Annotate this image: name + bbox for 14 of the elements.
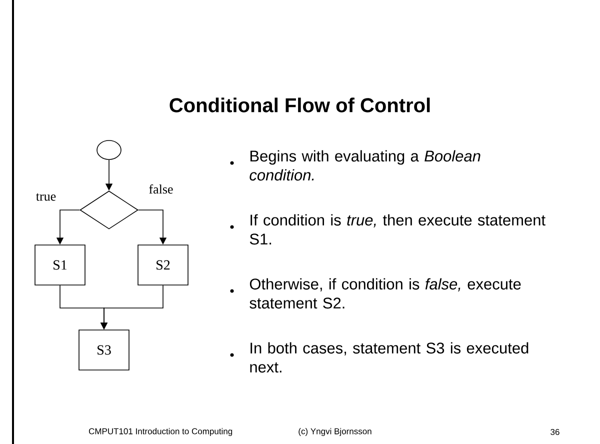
edge-label: true <box>36 193 56 201</box>
edge-label: false <box>149 184 173 194</box>
bullet-text: If condition is true, then execute statement S1. <box>250 214 546 245</box>
bullet-text: Begins with evaluating a Boolean condition. <box>250 150 480 181</box>
process-box: S3 <box>78 330 130 370</box>
start-circle <box>96 140 122 160</box>
bullet-text: Otherwise, if condition is false, execute statement S2. <box>250 278 521 309</box>
footer-text: 36 <box>550 429 560 435</box>
process-box: S2 <box>138 244 188 286</box>
slide-title: Conditional Flow of Control <box>170 98 430 112</box>
process-box: S1 <box>34 244 86 286</box>
footer-text: (c) Yngvi Bjornsson <box>298 428 372 436</box>
footer-text: CMPUT101 Introduction to Computing <box>88 428 232 436</box>
bullet-text: In both cases, statement S3 is executed next. <box>250 342 528 373</box>
